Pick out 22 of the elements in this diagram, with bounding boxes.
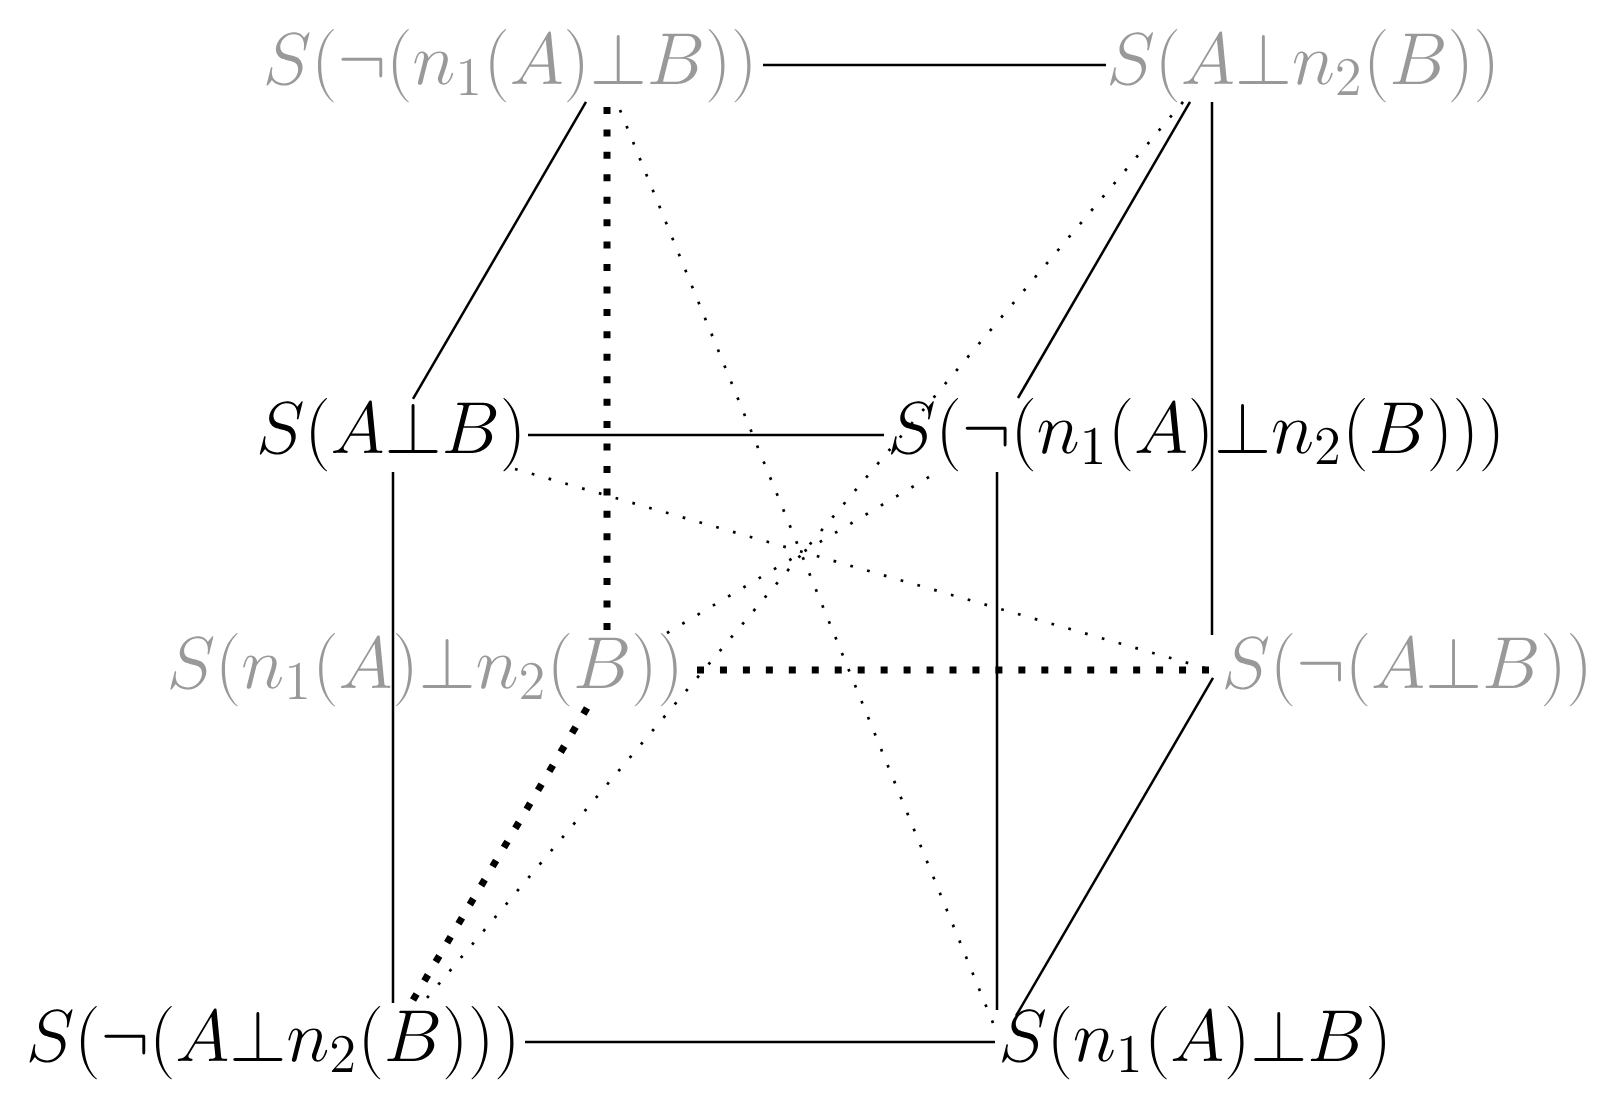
- formula-label: $S(\neg(n_1(A){\perp}B))$: [266, 29, 751, 103]
- formula-label: $S(A{\perp}n_2(B))$: [1110, 29, 1493, 103]
- solid-line: [411, 101, 588, 400]
- solid-line: [1210, 102, 1214, 635]
- dotted-line: [618, 109, 995, 1024]
- dotted-line: [514, 467, 1206, 670]
- dotted-line: [425, 101, 1185, 999]
- dotted-line: [410, 706, 590, 1002]
- solid-line: [1016, 101, 1192, 399]
- solid-line: [525, 1040, 995, 1044]
- solid-line: [995, 472, 999, 1010]
- dotted-line: [697, 666, 1209, 674]
- solid-line: [1014, 677, 1215, 1017]
- formula-label: $S(n_1(A){\perp}B)$: [1002, 1006, 1385, 1080]
- solid-line: [763, 63, 1106, 67]
- formula-label: $S(\neg(A{\perp}n_2(B)))$: [29, 1006, 514, 1080]
- dotted-line: [666, 475, 930, 635]
- formula-label: $S(\neg(A{\perp}B))$: [1225, 633, 1586, 707]
- formula-label: $S(A{\perp}B)$: [259, 398, 520, 472]
- dotted-line: [603, 107, 611, 630]
- solid-line: [528, 433, 884, 437]
- solid-line: [391, 472, 395, 1003]
